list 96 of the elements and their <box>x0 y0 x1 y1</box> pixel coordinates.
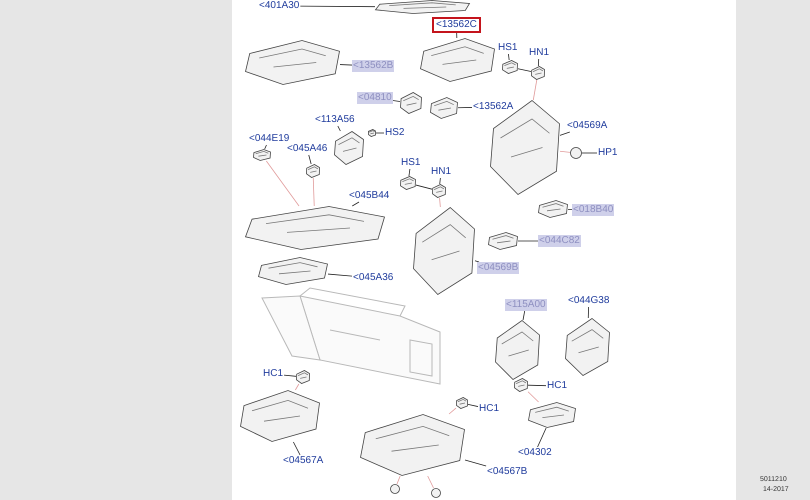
clip-drawing <box>456 397 468 409</box>
leader-line <box>588 306 589 318</box>
screw-drawing <box>368 129 376 137</box>
clip-drawing <box>514 378 528 392</box>
callout-number: HP1 <box>597 147 618 159</box>
assembly-line <box>294 384 300 390</box>
callout-number: HC1 <box>478 403 500 415</box>
leader-line <box>518 68 532 72</box>
leader-line <box>522 310 526 320</box>
callout-number: <04569A <box>566 120 608 132</box>
storage-tray-drawing <box>420 38 495 82</box>
callout-number: <045A36 <box>352 272 394 284</box>
callout-number: HN1 <box>430 166 452 178</box>
leader-line <box>264 144 267 150</box>
leader-line <box>340 64 352 66</box>
leader-line <box>518 240 538 242</box>
callout-number: <018B40 <box>572 204 614 216</box>
assembly-line <box>312 178 315 206</box>
callout-number: <113A56 <box>314 114 356 126</box>
storage-bin-drawing <box>245 40 340 85</box>
callout-number: <04567A <box>282 455 324 467</box>
side-panel-drawing <box>240 390 320 442</box>
leader-line <box>284 374 296 377</box>
leader-line <box>416 184 432 190</box>
leader-line <box>538 58 540 66</box>
callout-number: HC1 <box>262 368 284 380</box>
leader-line <box>300 6 376 8</box>
leader-line <box>328 274 352 277</box>
plug-drawing <box>431 488 441 498</box>
cup-holder-drawing <box>430 97 458 119</box>
assembly-line <box>560 150 570 153</box>
assembly-line <box>528 391 539 402</box>
callout-number: <04569B <box>477 262 520 274</box>
callout-number: <045B44 <box>348 190 390 202</box>
control-unit-drawing <box>565 318 610 376</box>
clip-drawing <box>432 184 446 198</box>
leader-line <box>528 384 546 386</box>
callout-number: <04302 <box>517 447 553 459</box>
trim-panel-drawing <box>413 207 475 295</box>
callout-number: HS2 <box>384 127 406 139</box>
callout-number: <13562A <box>472 101 514 113</box>
callout-number: <045A46 <box>286 143 328 155</box>
callout-number: <13562B <box>352 60 394 72</box>
finish-panel-drawing <box>245 206 385 250</box>
screw-drawing <box>400 176 416 190</box>
leader-line <box>568 208 572 210</box>
assembly-line <box>427 476 434 488</box>
assembly-line <box>396 476 401 484</box>
callout-number: HC1 <box>546 380 568 392</box>
leader-line <box>582 152 598 154</box>
cup-holder-insert-drawing <box>400 92 422 114</box>
leader-line <box>292 442 300 456</box>
callout-number: <13562C <box>432 17 481 33</box>
clip-drawing <box>306 164 320 178</box>
clip-drawing <box>531 66 545 80</box>
callout-number: <401A30 <box>258 0 300 12</box>
bracket-drawing <box>334 131 364 165</box>
leader-line <box>308 154 312 164</box>
assembly-line <box>448 408 456 414</box>
assembly-line <box>266 160 300 206</box>
leader-line <box>352 202 360 206</box>
leader-line <box>560 132 570 136</box>
leader-line <box>392 100 400 102</box>
leader-line <box>508 54 510 60</box>
leader-line <box>537 428 547 448</box>
callout-number: <04567B <box>486 466 528 478</box>
callout-number: HS1 <box>497 42 518 54</box>
clip-drawing <box>253 149 271 161</box>
clip-drawing <box>538 200 568 218</box>
leader-line <box>439 178 441 184</box>
leader-line <box>408 168 410 176</box>
screw-drawing <box>502 60 518 74</box>
assembly-line <box>532 80 538 100</box>
callout-number: <04810 <box>357 92 393 104</box>
callout-number: <044G38 <box>567 295 610 307</box>
leader-line <box>468 404 478 407</box>
leader-line <box>337 126 341 132</box>
storage-tray-drawing <box>258 257 328 285</box>
clip-drawing <box>296 370 310 384</box>
side-panel-drawing <box>360 414 465 476</box>
callout-number: HS1 <box>400 157 422 169</box>
plug-drawing <box>390 484 400 494</box>
plug-drawing <box>570 147 582 159</box>
callout-number: <044E19 <box>248 133 290 145</box>
armrest-pad-drawing <box>375 0 470 14</box>
callout-number: HN1 <box>528 47 550 59</box>
leader-line <box>464 460 487 466</box>
trim-strip-drawing <box>528 402 576 428</box>
assembly-line <box>439 198 441 208</box>
callout-number: <044C82 <box>538 235 581 247</box>
callout-number: <115A00 <box>505 299 547 311</box>
leader-line <box>456 32 458 38</box>
leader-line <box>458 107 472 108</box>
control-unit-drawing <box>495 320 540 380</box>
clip-drawing <box>488 232 518 250</box>
leader-line <box>376 132 384 134</box>
